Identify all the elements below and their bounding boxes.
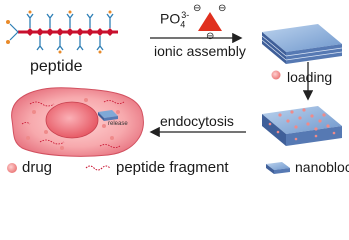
ionic-assembly-label: ionic assembly bbox=[154, 43, 246, 59]
diagram-graphics bbox=[6, 10, 343, 174]
phosphate-base: PO bbox=[160, 10, 181, 27]
endocytosis-label: endocytosis bbox=[160, 113, 234, 129]
nucleus bbox=[45, 101, 99, 139]
phosphate-sub: 4 bbox=[180, 19, 186, 30]
phosphate-sup: 3- bbox=[181, 10, 190, 20]
loading-label: loading bbox=[287, 69, 333, 85]
legend-nanoblock-label: nanoblock bbox=[295, 159, 349, 175]
legend-fragment-label: peptide fragment bbox=[116, 159, 229, 176]
release-label: release bbox=[108, 121, 128, 127]
drug-loaded-nanoblock bbox=[262, 106, 342, 146]
peptide-label: peptide bbox=[30, 58, 83, 75]
charge-top-left: ⊖ bbox=[193, 3, 202, 14]
phosphate-triangle bbox=[198, 12, 222, 31]
phosphate-label: PO43- bbox=[160, 11, 193, 29]
charge-top-right: ⊖ bbox=[218, 3, 227, 14]
legend-drug-icon bbox=[7, 163, 17, 173]
layered-nanoblock bbox=[261, 24, 343, 64]
charge-bottom: ⊖ bbox=[206, 31, 215, 42]
loading-drug-dot bbox=[271, 70, 281, 80]
legend-nanoblock-icon bbox=[266, 162, 290, 174]
cell bbox=[11, 87, 144, 157]
peptide-molecule bbox=[6, 10, 118, 54]
legend-fragment-icon bbox=[85, 165, 111, 171]
legend-drug-label: drug bbox=[22, 159, 53, 176]
